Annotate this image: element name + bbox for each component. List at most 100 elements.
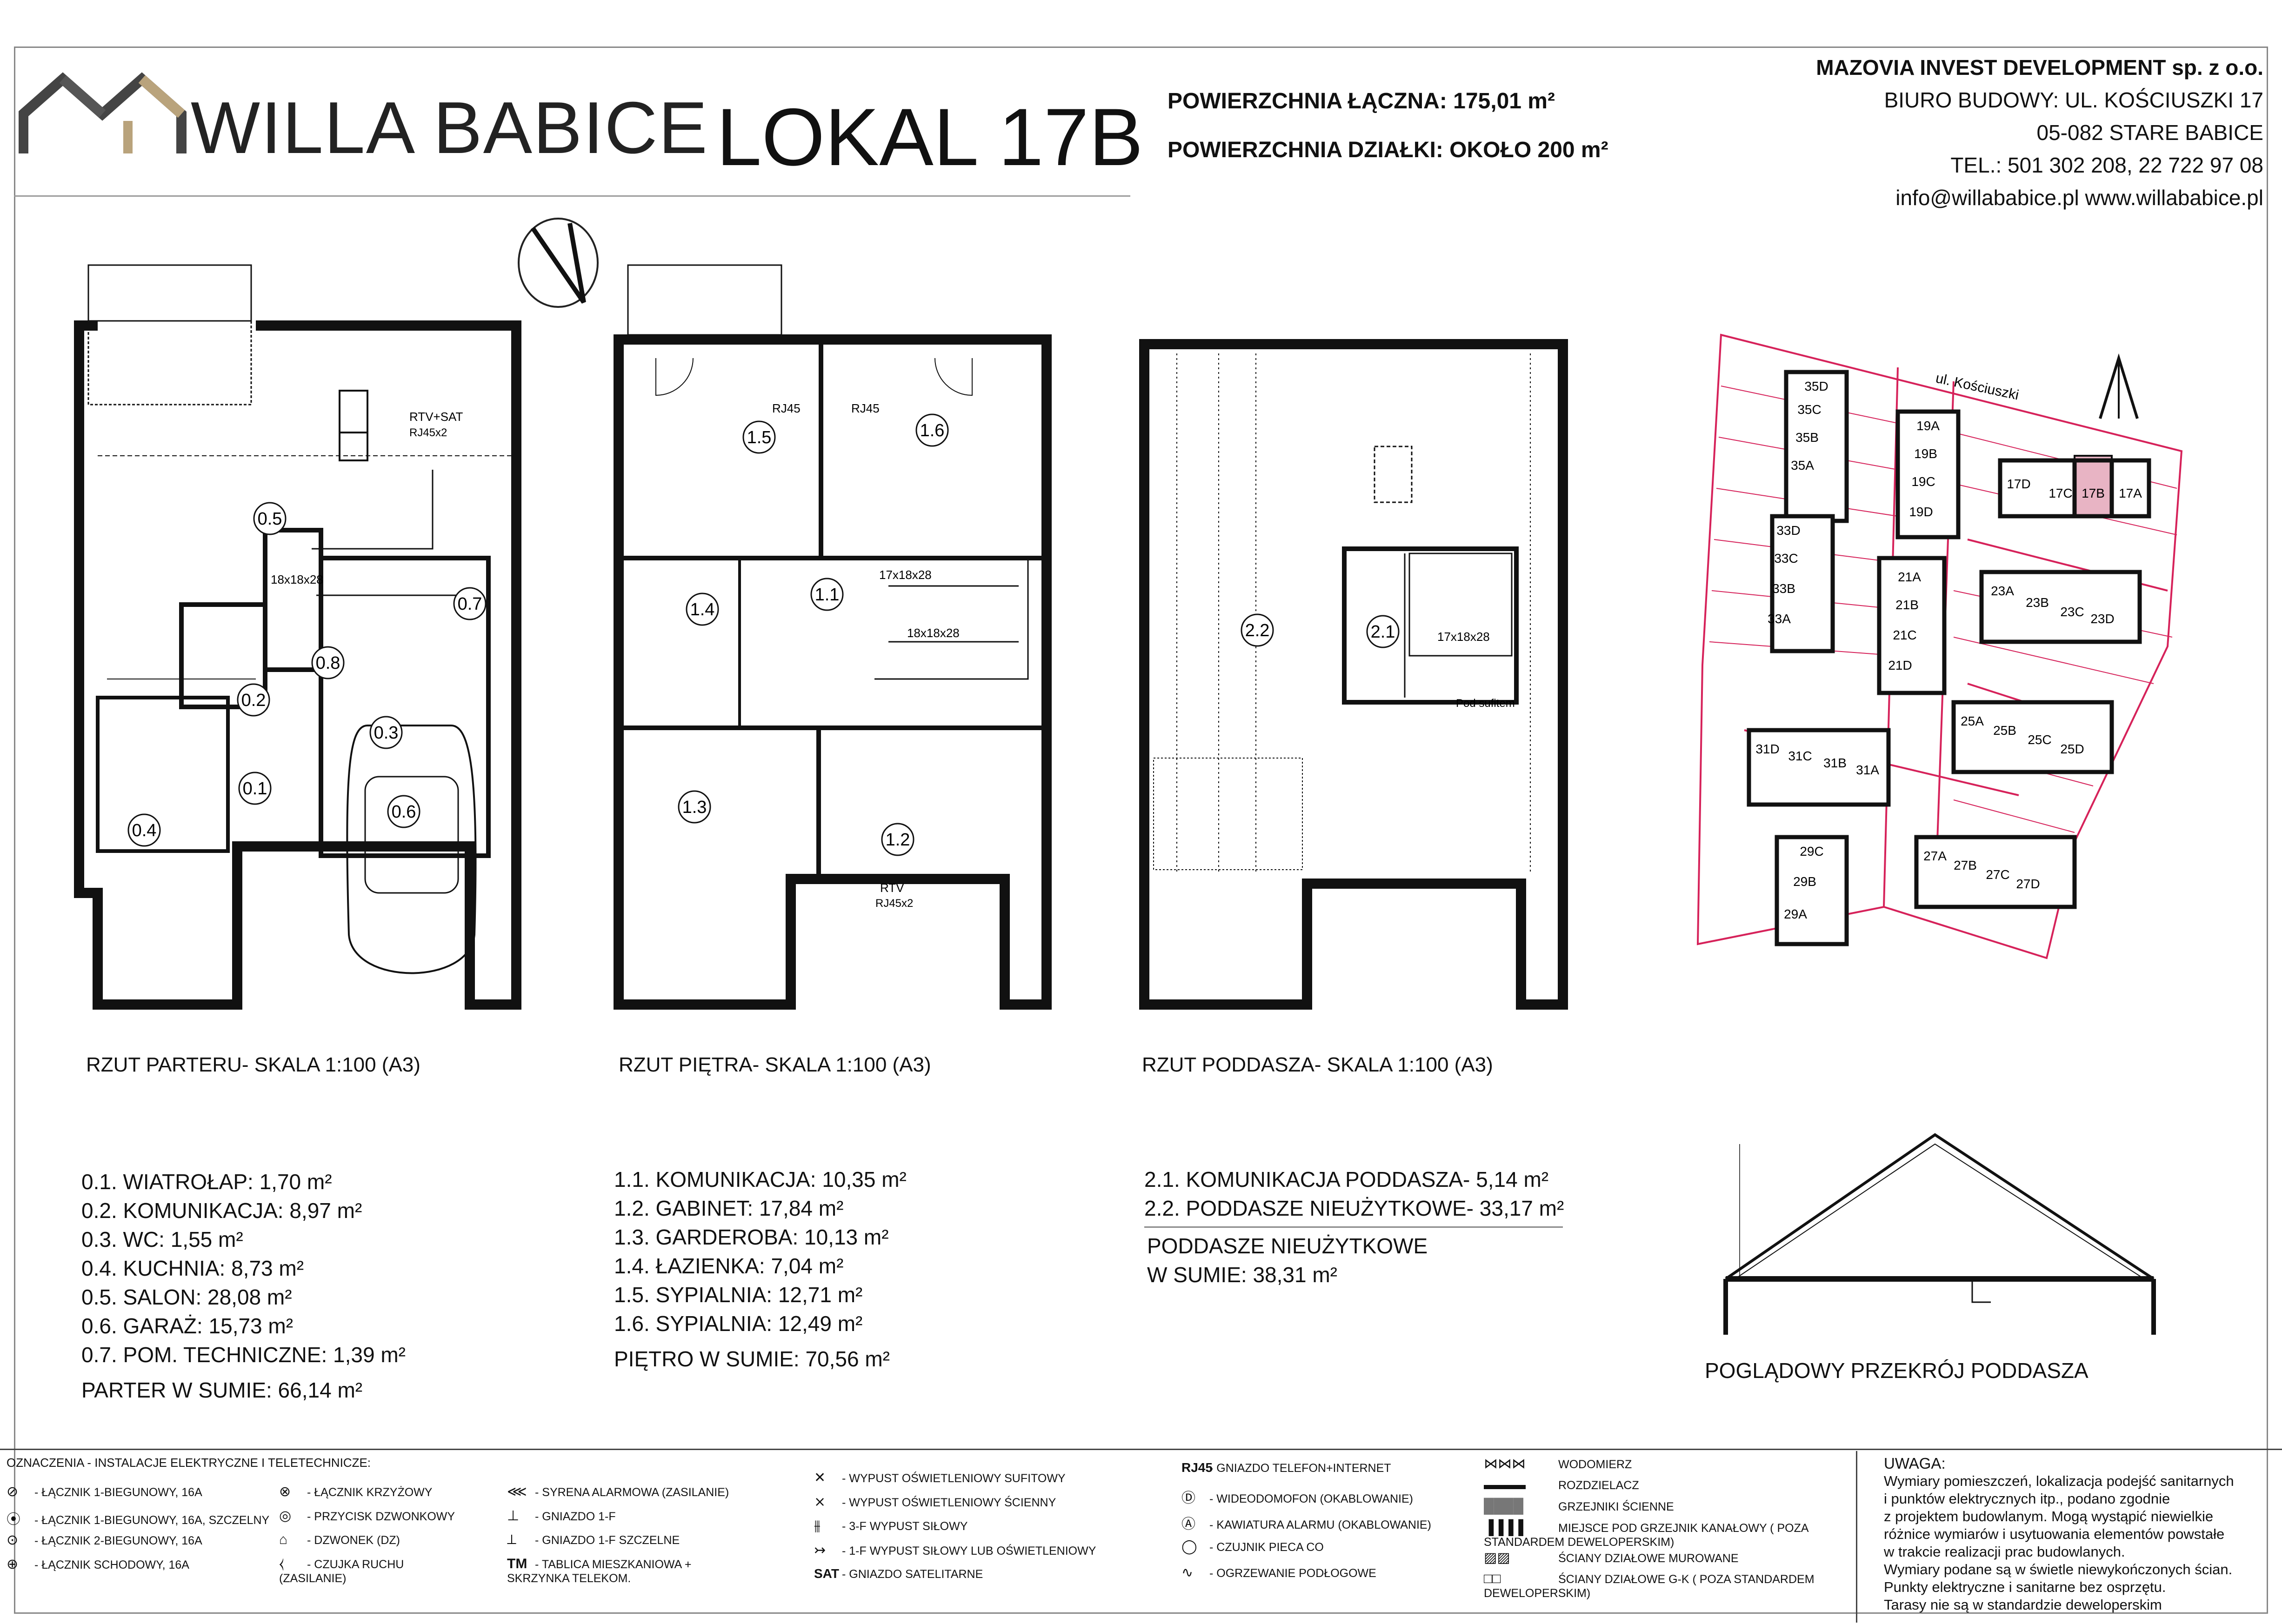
room-item: 0.1. WIATROŁAP: 1,70 m² <box>81 1170 332 1194</box>
legend-item: ROZDZIELACZ <box>1558 1479 1639 1492</box>
room-item: 2.2. PODDASZE NIEUŻYTKOWE- 33,17 m² <box>1144 1196 1564 1220</box>
room-label-1-5: 1.5 <box>747 428 772 447</box>
lot-label-17d: 17D <box>2007 477 2030 491</box>
lot-label-31c: 31C <box>1788 749 1812 763</box>
legend-item: ŚCIANY DZIAŁOWE G-K ( POZA STANDARDEM DE… <box>1484 1573 1815 1600</box>
motion-sensor-icon: ⧼ <box>279 1556 284 1571</box>
stairs-label: 18x18x28 <box>271 572 323 586</box>
legend-item: WODOMIERZ <box>1558 1458 1632 1471</box>
room-label-2-1: 2.1 <box>1371 622 1395 642</box>
stair-switch-icon: ⊕ <box>7 1557 19 1572</box>
lot-label-23a: 23A <box>1991 584 2014 598</box>
rj45-label: RJ45 <box>772 401 801 415</box>
lot-label-19c: 19C <box>1911 474 1935 489</box>
brand-name: WILLA BABICE <box>191 87 708 169</box>
lot-label-33a: 33A <box>1768 612 1791 626</box>
note-line: w trakcie realizacji prac budowlanych. <box>1884 1544 2125 1560</box>
room-item: 1.1. KOMUNIKACJA: 10,35 m² <box>614 1167 907 1191</box>
legend-item: - ŁĄCZNIK 1-BIEGUNOWY, 16A, SZCZELNY <box>34 1514 270 1527</box>
lot-label-21b: 21B <box>1895 598 1919 612</box>
legend-item: - WYPUST OŚWIETLENIOWY SUFITOWY <box>842 1472 1066 1485</box>
alarm-keypad-icon: Ⓐ <box>1181 1517 1195 1532</box>
attic-total: W SUMIE: 38,31 m² <box>1147 1263 1337 1287</box>
legend-item: - ŁĄCZNIK SCHODOWY, 16A <box>34 1558 189 1571</box>
lot-label-35b: 35B <box>1795 430 1819 445</box>
doorbell-icon: ⌂ <box>279 1532 288 1547</box>
pod-sufitem-note: Pod sufitem <box>1456 697 1515 710</box>
legend-item: - PRZYCISK DZWONKOWY <box>307 1510 455 1523</box>
house-logo-icon <box>19 72 187 153</box>
first-floor-caption: RZUT PIĘTRA- SKALA 1:100 (A3) <box>619 1053 931 1076</box>
legend-item: - SYRENA ALARMOWA (ZASILANIE) <box>535 1486 729 1499</box>
room-item: 0.4. KUCHNIA: 8,73 m² <box>81 1256 304 1280</box>
room-label-0-2: 0.2 <box>241 691 266 710</box>
room-label-0-4: 0.4 <box>132 821 157 840</box>
lot-label-23c: 23C <box>2060 605 2084 619</box>
room-label-0-5: 0.5 <box>258 509 282 529</box>
lot-label-19a: 19A <box>1916 419 1940 433</box>
lot-label-23b: 23B <box>2026 595 2049 610</box>
plot-area: POWIERZCHNIA DZIAŁKI: OKOŁO 200 m² <box>1168 138 1608 162</box>
room-label-0-6: 0.6 <box>392 802 416 822</box>
room-item: 0.6. GARAŻ: 15,73 m² <box>81 1314 294 1338</box>
company-info: MAZOVIA INVEST DEVELOPMENT sp. z o.o. BI… <box>1816 51 2263 214</box>
company-city: 05-082 STARE BABICE <box>2036 120 2263 145</box>
street-label: ul. Kościuszki <box>1935 371 2021 403</box>
room-item: 1.4. ŁAZIENKA: 7,04 m² <box>614 1254 844 1278</box>
lot-label-29c: 29C <box>1800 844 1823 859</box>
attic-section-drawing <box>1723 1133 2156 1335</box>
legend-col-1: ⊘- ŁĄCZNIK 1-BIEGUNOWY, 16A ⦿- ŁĄCZNIK 1… <box>7 1484 269 1580</box>
lot-label-21a: 21A <box>1898 570 1921 584</box>
room-item: 2.1. KOMUNIKACJA PODDASZA- 5,14 m² <box>1144 1167 1549 1191</box>
rj-label: RJ45x2 <box>875 897 913 910</box>
channel-radiator-icon: ▐▐▐▐ <box>1484 1520 1524 1535</box>
legend-tm-symbol: TM <box>507 1556 527 1571</box>
lot-label-27a: 27A <box>1923 849 1947 863</box>
legend-item: - GNIAZDO 1-F SZCZELNE <box>535 1534 680 1547</box>
ground-total: PARTER W SUMIE: 66,14 m² <box>81 1378 363 1402</box>
rtv-label: RTV+SAT <box>409 410 463 424</box>
legend-rj-symbol: RJ45 <box>1181 1460 1213 1475</box>
room-label-1-6: 1.6 <box>920 421 945 440</box>
power-1f-icon: ↣ <box>814 1543 826 1558</box>
attic-caption: RZUT PODDASZA- SKALA 1:100 (A3) <box>1142 1053 1493 1076</box>
lot-label-27d: 27D <box>2016 877 2040 891</box>
cross-switch-icon: ⊗ <box>279 1484 291 1499</box>
note-line: Tarasy nie są w standardzie deweloperski… <box>1884 1597 2162 1613</box>
lot-label-33b: 33B <box>1772 581 1795 596</box>
lot-label-35d: 35D <box>1804 379 1828 393</box>
room-label-0-8: 0.8 <box>316 653 340 673</box>
legend-item: - DZWONEK (DZ) <box>307 1534 400 1547</box>
room-item: 1.3. GARDEROBA: 10,13 m² <box>614 1225 889 1249</box>
note-line: Wymiary pomieszczeń, lokalizacja podejść… <box>1884 1473 2234 1489</box>
room-item: 0.3. WC: 1,55 m² <box>81 1227 243 1251</box>
lot-label-33d: 33D <box>1776 523 1800 538</box>
notes-title: UWAGA: <box>1884 1455 1946 1472</box>
attic-plan: 17x18x28 Pod sufitem 2.2 2.1 <box>1135 260 1581 1014</box>
ceiling-light-icon: ✕ <box>814 1470 826 1485</box>
note-line: różnice wymiarów i usytuowania elementów… <box>1884 1526 2225 1542</box>
lot-label-29a: 29A <box>1784 907 1807 921</box>
satellite-socket-icon: SAT <box>814 1566 842 1581</box>
company-phone: TEL.: 501 302 208, 22 722 97 08 <box>1950 153 2263 177</box>
legend-item: - ŁĄCZNIK 2-BIEGUNOWY, 16A <box>34 1534 202 1547</box>
socket-icon: ⊥ <box>507 1508 520 1524</box>
rtv-label: RTV <box>880 881 904 895</box>
room-label-2-2: 2.2 <box>1245 621 1270 640</box>
boiler-sensor-icon: ◯ <box>1181 1539 1197 1554</box>
stairs-label: 17x18x28 <box>1437 630 1490 644</box>
room-label-1-4: 1.4 <box>690 600 715 619</box>
lot-label-31b: 31B <box>1823 756 1847 770</box>
notes-box: UWAGA: Wymiary pomieszczeń, lokalizacja … <box>1884 1455 2275 1614</box>
ground-floor-caption: RZUT PARTERU- SKALA 1:100 (A3) <box>86 1053 420 1076</box>
attic-room-list: 2.1. KOMUNIKACJA PODDASZA- 5,14 m² 2.2. … <box>1144 1165 1564 1289</box>
stairs-label-2: 18x18x28 <box>907 626 960 640</box>
company-contact[interactable]: info@willababice.pl www.willababice.pl <box>1895 186 2263 210</box>
stairs-label: 17x18x28 <box>879 568 932 582</box>
rj-label: RJ45x2 <box>409 426 447 439</box>
legend-item: - GNIAZDO 1-F <box>535 1510 616 1523</box>
lot-label-23d: 23D <box>2090 612 2114 626</box>
north-arrow-icon <box>518 218 599 308</box>
first-room-list: 1.1. KOMUNIKACJA: 10,35 m² 1.2. GABINET:… <box>614 1165 907 1373</box>
legend-item: - GNIAZDO TELEFON+INTERNET <box>1209 1462 1391 1475</box>
